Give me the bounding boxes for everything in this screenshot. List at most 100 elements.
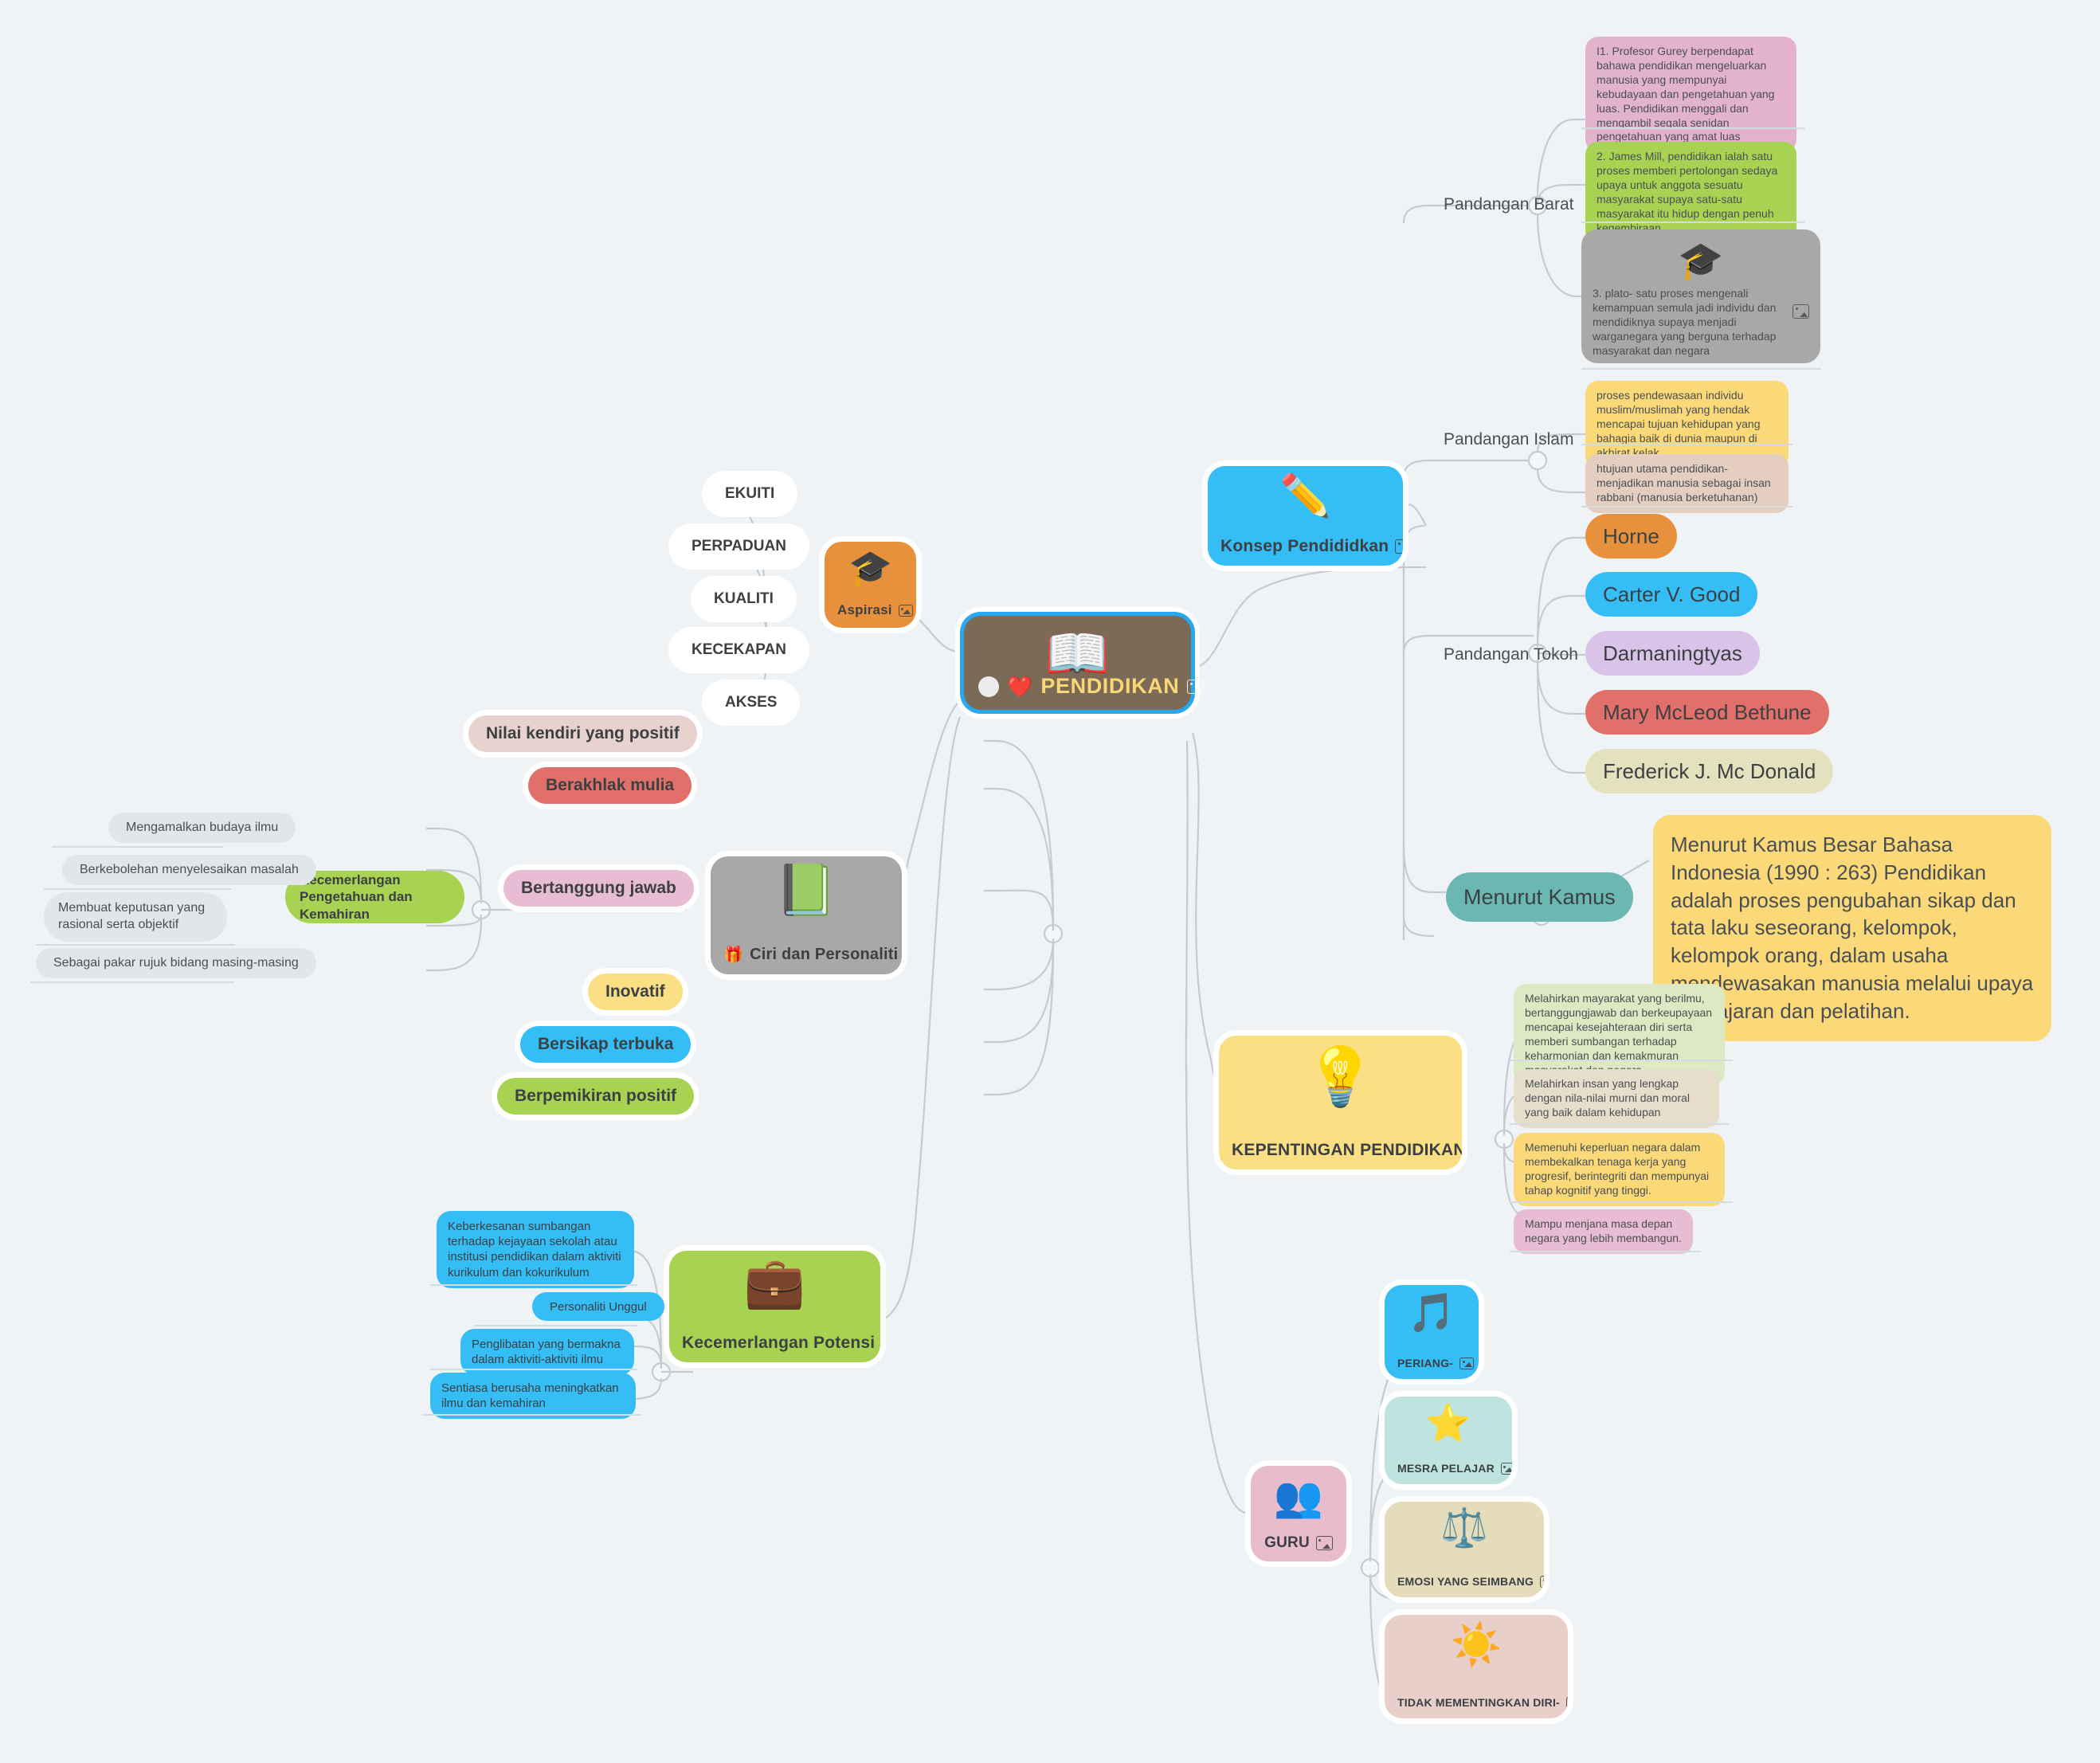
- image-attachment-icon[interactable]: [1565, 1696, 1568, 1709]
- node-label: Kecemerlangan Potensi: [682, 1334, 876, 1352]
- pill-tokoh-horne[interactable]: Horne: [1585, 514, 1677, 558]
- divider: [44, 888, 231, 890]
- divider: [1581, 444, 1792, 445]
- image-attachment-icon[interactable]: [1792, 304, 1809, 319]
- node-konsep-pendidikan[interactable]: ✏️ Konsep Pendididkan: [1208, 466, 1403, 566]
- node-label: Aspirasi: [837, 602, 892, 617]
- pill-aspirasi-ekuiti[interactable]: EKUITI: [707, 476, 793, 511]
- divider: [1510, 1060, 1733, 1061]
- node-ciri-dan-personaliti[interactable]: 📗 🎁 Ciri dan Personaliti: [711, 856, 902, 974]
- divider: [1581, 506, 1792, 507]
- textbox-potensi-4[interactable]: Sentiasa berusaha meningkatkan ilmu dan …: [430, 1373, 636, 1420]
- graduation-cap-icon: 🎓: [1678, 240, 1724, 281]
- image-attachment-icon[interactable]: [1459, 1357, 1475, 1369]
- pill-tokoh-carter-v-good[interactable]: Carter V. Good: [1585, 572, 1758, 617]
- textbox-barat-1[interactable]: I1. Profesor Gurey berpendapat bahawa pe…: [1585, 37, 1796, 153]
- textbox-kepentingan-4[interactable]: Mampu menjana masa depan negara yang leb…: [1514, 1209, 1693, 1254]
- image-attachment-icon[interactable]: [1315, 1536, 1333, 1550]
- node-label: KEPENTINGAN PENDIDIKAN: [1232, 1141, 1462, 1159]
- node-guru-mesra-pelajar[interactable]: ⭐ MESRA PELAJAR: [1385, 1397, 1512, 1484]
- balance-scale-icon: ⚖️: [1440, 1507, 1488, 1549]
- pill-ciri-berpemikiran-positif[interactable]: Berpemikiran positif: [497, 1078, 695, 1115]
- divider: [1581, 221, 1804, 223]
- node-label: Ciri dan Personaliti: [750, 946, 899, 963]
- branch-label-pandangan-islam: Pandangan Islam: [1444, 430, 1574, 449]
- star-icon: ⭐: [1425, 1402, 1471, 1444]
- sun-icon: ☀️: [1450, 1622, 1503, 1668]
- pill-aspirasi-perpaduan[interactable]: PERPADUAN: [674, 529, 804, 564]
- pill-ciri-nilai-kendiri-yang-positif[interactable]: Nilai kendiri yang positif: [468, 715, 697, 752]
- music-note-icon: 🎵: [1408, 1292, 1456, 1334]
- divider: [30, 981, 233, 983]
- divider: [1510, 1251, 1701, 1252]
- node-guru-tidak-mementingkan-diri[interactable]: ☀️ TIDAK MEMENTINGKAN DIRI-: [1385, 1615, 1568, 1718]
- node-label: Konsep Pendididkan: [1220, 537, 1389, 555]
- pill-kecemerlangan-pengetahuan-dan-kemahiran[interactable]: Kecemerlangan Pengetahuan dan Kemahiran: [285, 871, 464, 923]
- pill-aspirasi-kualiti[interactable]: KUALITI: [696, 582, 791, 617]
- textbox-islam-2[interactable]: htujuan utama pendidikan- menjadikan man…: [1585, 454, 1789, 513]
- textbox-kepentingan-2[interactable]: Melahirkan insan yang lengkap dengan nil…: [1514, 1069, 1719, 1128]
- open-book-icon: 📖: [1044, 624, 1111, 683]
- pill-tokoh-darmaningtyas[interactable]: Darmaningtyas: [1585, 631, 1760, 676]
- branch-label-pandangan-barat: Pandangan Barat: [1444, 195, 1574, 214]
- pill-pengetahuan-2[interactable]: Berkebolehan menyelesaikan masalah: [62, 855, 316, 885]
- page-title: PENDIDIKAN: [1040, 674, 1180, 698]
- pill-ciri-inovatif[interactable]: Inovatif: [588, 974, 683, 1010]
- graduation-cap-icon: 🎓: [848, 549, 892, 588]
- pill-pengetahuan-1[interactable]: Mengamalkan budaya ilmu: [108, 813, 296, 843]
- pill-potensi-personaliti-unggul[interactable]: Personaliti Unggul: [532, 1292, 664, 1321]
- image-attachment-icon[interactable]: [1187, 679, 1205, 694]
- node-guru[interactable]: 👥 GURU: [1251, 1466, 1346, 1561]
- image-attachment-icon[interactable]: [898, 604, 913, 617]
- green-address-book-icon: 📗: [775, 863, 837, 918]
- node-kecemerlangan-potensi[interactable]: 💼 Kecemerlangan Potensi: [669, 1251, 880, 1362]
- node-guru-periang[interactable]: 🎵 PERIANG-: [1385, 1285, 1479, 1379]
- pill-tokoh-frederick-j-mc-donald[interactable]: Frederick J. Mc Donald: [1585, 749, 1834, 793]
- image-attachment-icon[interactable]: [1540, 1575, 1544, 1588]
- textbox-barat-2[interactable]: 2. James Mill, pendidikan ialah satu pro…: [1585, 142, 1796, 244]
- textbox-barat-3-text: 3. plato- satu proses mengenali kemampua…: [1593, 287, 1777, 357]
- pill-ciri-berakhlak-mulia[interactable]: Berakhlak mulia: [528, 767, 692, 804]
- node-guru-emosi-yang-seimbang[interactable]: ⚖️ EMOSI YANG SEIMBANG: [1385, 1502, 1544, 1597]
- branch-label-pandangan-tokoh: Pandangan Tokoh: [1444, 645, 1578, 664]
- pill-aspirasi-kecekapan[interactable]: KECEKAPAN: [674, 633, 804, 668]
- image-attachment-icon[interactable]: [1500, 1462, 1512, 1475]
- divider: [52, 846, 223, 848]
- node-kepentingan-pendidikan[interactable]: 💡 KEPENTINGAN PENDIDIKAN: [1219, 1036, 1462, 1169]
- heart-icon: ❤️: [1007, 674, 1033, 699]
- divider: [1510, 1201, 1733, 1203]
- briefcase-icon: 💼: [743, 1256, 806, 1310]
- pill-tokoh-mary-mcleod-bethune[interactable]: Mary McLeod Bethune: [1585, 690, 1829, 735]
- pill-ciri-bertanggung-jawab[interactable]: Bertanggung jawab: [503, 870, 694, 907]
- pill-ciri-bersikap-terbuka[interactable]: Bersikap terbuka: [520, 1026, 692, 1063]
- divider: [36, 944, 235, 946]
- divider: [1581, 127, 1804, 129]
- textbox-barat-3[interactable]: 🎓 3. plato- satu proses mengenali kemamp…: [1581, 229, 1820, 363]
- node-label: EMOSI YANG SEIMBANG: [1397, 1575, 1534, 1588]
- status-dot: [978, 676, 999, 697]
- central-node-pendidikan[interactable]: 📖 ❤️ PENDIDIKAN: [960, 612, 1205, 714]
- divider: [474, 1325, 637, 1326]
- image-attachment-icon[interactable]: [1395, 539, 1403, 554]
- gift-icon: 🎁: [723, 946, 744, 964]
- textbox-potensi-1[interactable]: Keberkesanan sumbangan terhadap kejayaan…: [437, 1211, 634, 1288]
- pill-pengetahuan-4[interactable]: Sebagai pakar rujuk bidang masing-masing: [36, 948, 316, 978]
- divider: [1581, 368, 1820, 370]
- node-label: PERIANG-: [1397, 1357, 1454, 1369]
- central-node-label-row: ❤️ PENDIDIKAN: [978, 674, 1205, 699]
- node-label: MESRA PELAJAR: [1397, 1462, 1495, 1475]
- node-label: TIDAK MEMENTINGKAN DIRI-: [1397, 1696, 1560, 1709]
- textbox-kepentingan-3[interactable]: Memenuhi keperluan negara dalam membekal…: [1514, 1133, 1725, 1206]
- pencil-icon: ✏️: [1279, 473, 1331, 519]
- divider: [1510, 1123, 1729, 1125]
- pill-aspirasi-akses[interactable]: AKSES: [707, 685, 795, 720]
- divider: [430, 1284, 637, 1286]
- divider: [430, 1369, 637, 1370]
- node-aspirasi[interactable]: 🎓 Aspirasi: [825, 542, 916, 628]
- pill-pengetahuan-3[interactable]: Membuat keputusan yang rasional serta ob…: [44, 892, 227, 942]
- textbox-kepentingan-1[interactable]: Melahirkan mayarakat yang berilmu, berta…: [1514, 984, 1725, 1086]
- divider: [422, 1414, 641, 1416]
- textbox-potensi-3[interactable]: Penglibatan yang bermakna dalam aktiviti…: [460, 1329, 634, 1376]
- pill-menurut-kamus[interactable]: Menurut Kamus: [1446, 872, 1633, 922]
